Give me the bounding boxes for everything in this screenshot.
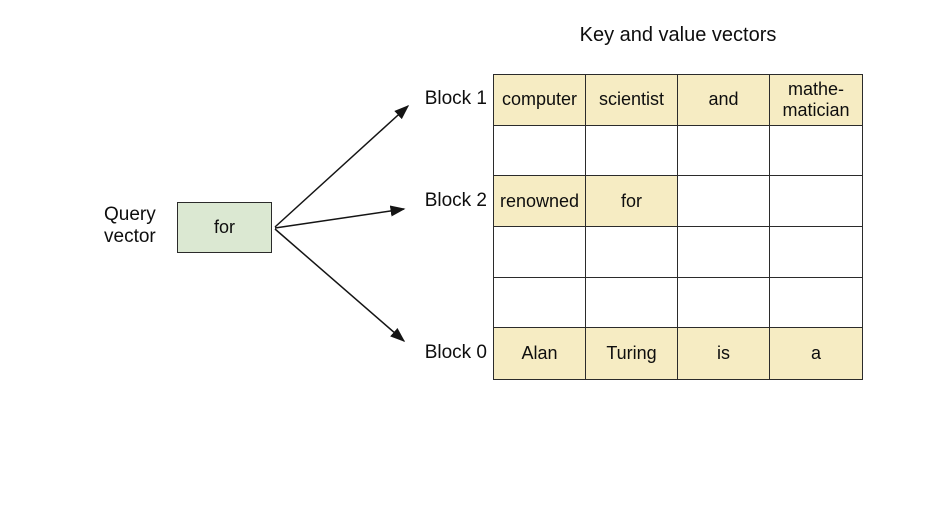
block-2-label: Block 2: [424, 190, 487, 211]
kv-cell-r4c0: [494, 277, 586, 329]
arrow-to-block-0: [274, 228, 406, 342]
kv-cell-r5c0: Alan: [494, 328, 586, 379]
kv-cell-r0c0: computer: [494, 75, 586, 126]
kv-cell-r3c0: [494, 227, 586, 278]
kv-cell-r4c3: [770, 278, 862, 329]
kv-cell-r4c2: [678, 277, 770, 329]
block-0-label: Block 0: [424, 342, 487, 363]
key-value-table: computer scientist and mathe- matician r…: [493, 74, 863, 380]
kv-cell-r3c1: [586, 227, 678, 278]
query-vector-label-line1: Query: [104, 204, 156, 225]
query-vector-box: for: [177, 202, 272, 253]
query-vector-label: Query vector: [104, 204, 156, 248]
kv-cell-r2c2: [678, 176, 770, 227]
query-vector-label-line2: vector: [104, 226, 156, 247]
kv-cell-r1c1: [586, 125, 678, 177]
kv-cell-r0c2: and: [678, 75, 770, 126]
kv-cell-r0c3: mathe- matician: [770, 75, 862, 126]
kv-cell-r1c3: [770, 126, 862, 177]
kv-cell-r1c2: [678, 125, 770, 177]
kv-cell-r1c0: [494, 125, 586, 177]
block-1-label: Block 1: [424, 88, 487, 109]
kv-cell-r3c2: [678, 227, 770, 278]
kv-cell-r4c1: [586, 277, 678, 329]
kv-cell-r2c1: for: [586, 176, 678, 227]
kv-cell-r3c3: [770, 227, 862, 278]
query-vector-value: for: [213, 217, 235, 237]
kv-cell-r2c3: [770, 176, 862, 227]
kv-cell-r5c3: a: [770, 328, 862, 379]
kv-cell-r5c2: is: [678, 328, 770, 379]
kv-cell-r5c1: Turing: [586, 328, 678, 379]
table-title: Key and value vectors: [579, 24, 777, 46]
kv-cell-r2c0: renowned: [494, 176, 586, 227]
kv-cell-r0c1: scientist: [586, 75, 678, 126]
